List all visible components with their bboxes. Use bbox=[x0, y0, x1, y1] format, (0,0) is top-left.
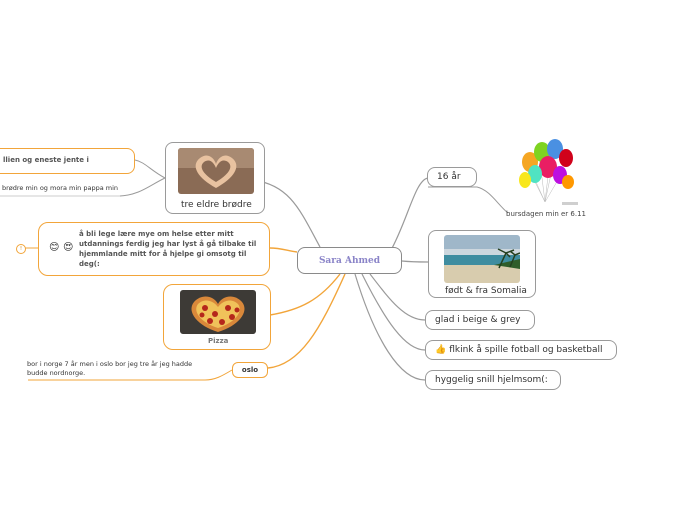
sports-label: flkink å spille fotball og basketball bbox=[449, 345, 603, 355]
city-note: bor i norge 7 år men i oslo bor jeg tre … bbox=[27, 360, 193, 377]
link-origin bbox=[401, 260, 429, 263]
personality-node[interactable]: hyggelig snill hjelmsom(: bbox=[425, 370, 561, 390]
origin-node[interactable]: født & fra Somalia bbox=[428, 230, 536, 298]
link-siblings-children2 bbox=[119, 177, 166, 197]
dream-text: å bli lege lære mye om helse etter mitt … bbox=[79, 230, 257, 268]
link-age bbox=[389, 177, 429, 253]
age-label: 16 år bbox=[437, 172, 461, 182]
central-title: Sara Ahmed bbox=[318, 255, 381, 266]
origin-label: født & fra Somalia bbox=[445, 286, 527, 296]
siblings-child-1[interactable]: llien og eneste jente i bbox=[0, 148, 135, 174]
heart-hands-image bbox=[178, 148, 254, 194]
link-food bbox=[269, 273, 341, 316]
thumbs-up-icon: 👍 bbox=[435, 345, 447, 355]
balloons-image bbox=[510, 132, 580, 208]
central-topic[interactable]: Sara Ahmed bbox=[297, 247, 402, 274]
link-sports bbox=[361, 273, 426, 351]
siblings-label: tre eldre brødre bbox=[181, 200, 252, 210]
beach-image bbox=[444, 235, 520, 283]
colors-label: glad i beige & grey bbox=[435, 315, 521, 325]
hearts-face-icon: 😍 bbox=[63, 242, 74, 253]
smiling-face-icon: 😊 bbox=[49, 242, 60, 253]
link-age-underline bbox=[428, 186, 509, 214]
link-siblings-children bbox=[134, 159, 166, 179]
age-node[interactable]: 16 år bbox=[427, 167, 477, 187]
link-personality bbox=[354, 273, 426, 381]
siblings-child-2-text: brødre min og mora min pappa min bbox=[2, 184, 119, 192]
colors-node[interactable]: glad i beige & grey bbox=[425, 310, 535, 330]
siblings-child-1-text: llien og eneste jente i bbox=[3, 156, 89, 164]
personality-label: hyggelig snill hjelmsom(: bbox=[435, 375, 548, 385]
city-label: oslo bbox=[241, 366, 259, 374]
link-city bbox=[267, 273, 346, 369]
siblings-node[interactable]: tre eldre brødre bbox=[165, 142, 265, 214]
link-dream bbox=[269, 247, 298, 253]
dream-badge[interactable]: ! bbox=[16, 244, 26, 254]
food-node[interactable]: Pizza bbox=[163, 284, 271, 350]
food-label: Pizza bbox=[208, 337, 229, 345]
link-city-note bbox=[28, 369, 233, 381]
dream-node[interactable]: 😊 😍 å bli lege lære mye om helse etter m… bbox=[38, 222, 270, 276]
link-colors bbox=[369, 273, 426, 321]
city-node[interactable]: oslo bbox=[232, 362, 268, 378]
balloons-caption: bursdagen min er 6.11 bbox=[506, 210, 586, 218]
pizza-image bbox=[180, 290, 256, 334]
sports-node[interactable]: 👍 flkink å spille fotball og basketball bbox=[425, 340, 617, 360]
